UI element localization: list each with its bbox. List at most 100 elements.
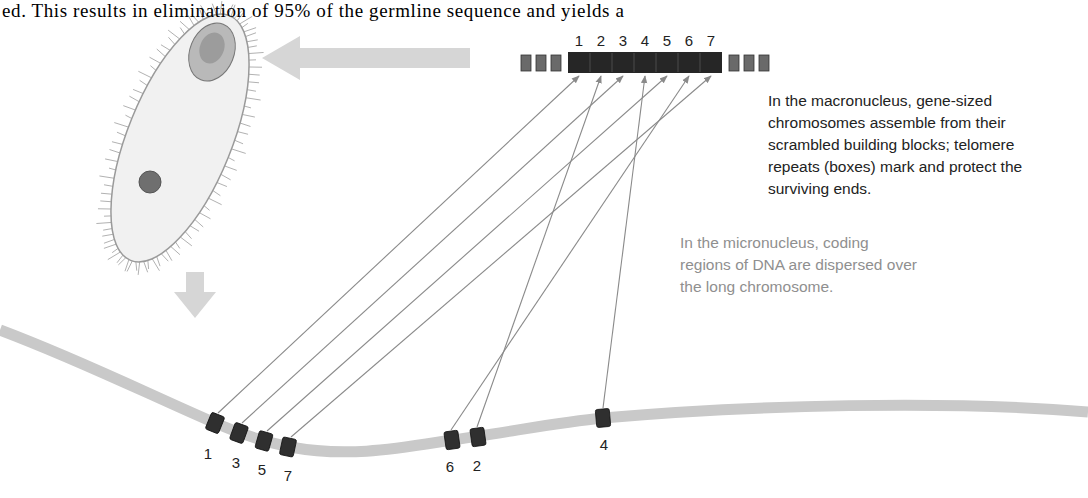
cilium	[125, 115, 131, 118]
coding-segment	[444, 430, 460, 450]
cilium	[150, 57, 161, 63]
annotation: In the micronucleus, coding regions of D…	[680, 232, 920, 298]
cilium	[240, 123, 251, 126]
cilium	[176, 242, 180, 248]
cilium	[117, 255, 123, 263]
mapping-arrow	[291, 76, 711, 437]
segment-junction	[612, 53, 613, 72]
cilium	[110, 150, 121, 153]
cilium	[114, 123, 128, 128]
cilium	[237, 132, 248, 135]
cilium	[157, 257, 160, 267]
cilium	[190, 226, 199, 232]
mapping-arrow	[603, 76, 645, 408]
cilium	[133, 89, 143, 93]
cut-off-text: ed. This results in elimination of 95% o…	[2, 0, 625, 21]
callout-number: 1	[575, 33, 583, 49]
cilium	[248, 46, 257, 48]
callout-number: 3	[619, 33, 627, 49]
macronucleus-shade	[195, 29, 229, 68]
cilium	[249, 66, 262, 67]
cilium	[213, 190, 221, 195]
cilium	[103, 229, 112, 231]
segment-junction	[656, 53, 657, 72]
callout-number: 5	[663, 33, 671, 49]
callout-number: 6	[446, 459, 454, 475]
callout-number: 2	[473, 458, 481, 474]
annotation: In the macronucleus, gene-sized chromoso…	[768, 90, 1036, 200]
telomere-box	[536, 55, 546, 71]
cilium	[96, 222, 111, 223]
cilium	[235, 140, 243, 144]
germline-chromosome	[0, 330, 1088, 452]
callout-number: 7	[707, 33, 715, 49]
cilium	[246, 33, 256, 37]
cilium	[168, 37, 174, 44]
telomere-box	[759, 55, 769, 71]
cilium	[147, 260, 149, 269]
cilium	[152, 259, 159, 271]
cilium	[100, 200, 111, 202]
telomere-box	[744, 55, 754, 71]
cilium	[161, 254, 168, 261]
cilium	[180, 237, 192, 246]
coding-segment	[255, 430, 273, 451]
callout-number: 5	[258, 462, 266, 478]
coding-segment	[205, 412, 225, 434]
cilium	[104, 215, 111, 216]
telomere-box	[521, 55, 531, 71]
cilium	[104, 185, 113, 187]
cilium	[101, 193, 112, 195]
cilium	[242, 114, 255, 117]
mapping-arrow	[242, 76, 623, 423]
cilium	[144, 261, 148, 272]
cilium	[99, 176, 114, 178]
cilium	[228, 157, 234, 160]
cilium	[249, 74, 260, 76]
cilium	[185, 232, 191, 239]
cilium	[221, 174, 231, 180]
cilium	[125, 260, 129, 272]
cilium	[102, 234, 113, 236]
cilium	[105, 159, 118, 162]
cilium	[157, 49, 166, 57]
cilium	[246, 98, 261, 100]
cilium	[247, 40, 258, 42]
cilium	[168, 30, 180, 39]
cilium	[247, 90, 256, 92]
segment-junction	[634, 53, 635, 72]
mapping-arrow	[451, 76, 689, 430]
cilium	[138, 71, 151, 78]
macronucleus	[180, 16, 243, 88]
callout-number: 2	[597, 33, 605, 49]
cilium	[249, 59, 256, 60]
cilium	[150, 66, 156, 71]
callout-number: 4	[600, 437, 608, 453]
cilium	[98, 208, 111, 209]
cilium	[217, 182, 227, 186]
cilium	[104, 239, 114, 243]
cilium	[109, 168, 116, 170]
telomere-box	[551, 55, 561, 71]
cilium	[199, 213, 210, 219]
cilium	[248, 81, 259, 83]
cilium	[225, 166, 237, 170]
mapping-arrow	[267, 76, 667, 431]
micronucleus	[139, 171, 161, 193]
coding-segment	[229, 422, 248, 444]
mapping-arrow	[477, 76, 601, 427]
segment-junction	[700, 53, 701, 72]
cilium	[195, 219, 204, 227]
cilium	[112, 248, 118, 252]
segment-junction	[590, 53, 591, 72]
cilium	[117, 132, 125, 136]
coding-segment	[470, 427, 486, 447]
mapping-arrow	[218, 76, 579, 413]
coding-segment	[595, 408, 611, 427]
cilium	[171, 246, 180, 254]
cilium	[232, 149, 246, 154]
cilium	[161, 45, 170, 51]
cilium	[108, 252, 121, 260]
cilium	[180, 21, 189, 29]
